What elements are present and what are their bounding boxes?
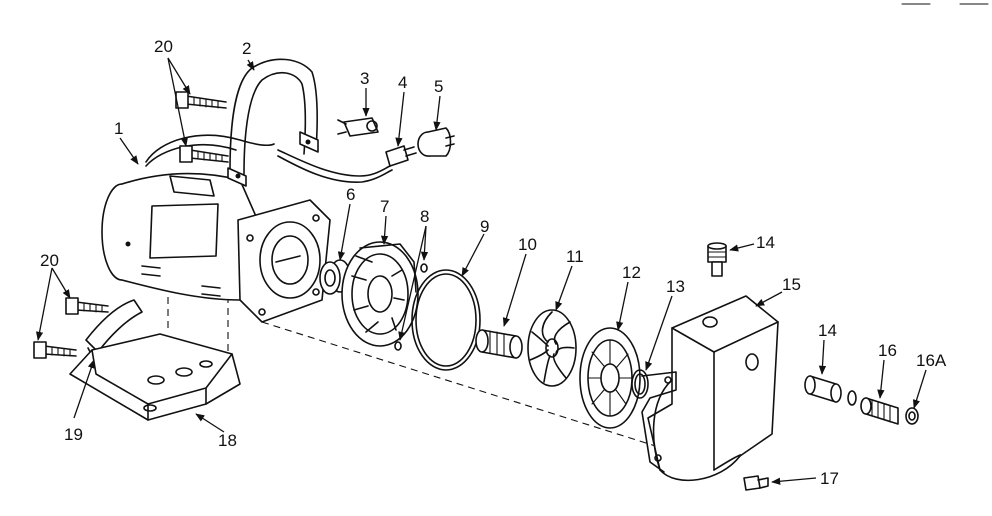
- part-cord-clamp: [337, 117, 379, 137]
- label-part-19: 19: [64, 425, 83, 444]
- label-part-4: 4: [398, 73, 407, 92]
- part-connector: [417, 127, 455, 157]
- label-part-5: 5: [434, 77, 443, 96]
- part-plug: [385, 145, 417, 167]
- label-part-20-top: 20: [154, 37, 173, 56]
- label-part-15: 15: [782, 275, 801, 294]
- label-part-10: 10: [518, 235, 537, 254]
- part-small-o-ring: [631, 369, 649, 399]
- part-nut: [905, 407, 919, 425]
- label-part-7: 7: [380, 197, 389, 216]
- part-fitting-right: [804, 375, 857, 406]
- part-handle: [227, 58, 319, 187]
- label-part-9: 9: [480, 217, 489, 236]
- label-part-2: 2: [242, 39, 251, 58]
- label-part-6: 6: [346, 185, 355, 204]
- part-motor: [101, 172, 331, 323]
- label-part-13: 13: [666, 277, 685, 296]
- label-part-16: 16: [878, 341, 897, 360]
- part-bolts-left: [33, 297, 109, 359]
- leader-lines: [35, 57, 927, 485]
- part-pins: [394, 263, 428, 351]
- part-seal-plate: [341, 241, 419, 347]
- label-part-16a: 16A: [916, 351, 947, 370]
- part-pump-body: [641, 295, 779, 482]
- label-part-11: 11: [566, 247, 584, 266]
- label-part-8: 8: [420, 207, 429, 226]
- label-part-14-right: 14: [818, 321, 837, 340]
- label-part-3: 3: [360, 69, 369, 88]
- part-diffuser: [475, 329, 523, 359]
- label-part-18: 18: [218, 431, 237, 450]
- part-bolts-top: [175, 91, 229, 163]
- part-drain-plug: [743, 475, 769, 491]
- part-strainer: [860, 397, 899, 425]
- label-part-17: 17: [820, 469, 839, 488]
- label-part-12: 12: [622, 263, 641, 282]
- label-part-20-left: 20: [40, 251, 59, 270]
- part-diffuser-plate: [579, 327, 641, 429]
- part-fitting-top: [707, 242, 727, 277]
- part-impeller: [527, 309, 577, 387]
- part-o-ring: [411, 269, 481, 371]
- label-part-1: 1: [114, 119, 123, 138]
- label-part-14-top: 14: [756, 233, 775, 252]
- part-labels: 20 2 3 4 5 1 6 7 8 9 10 11 12 13 14 15 1…: [40, 37, 947, 488]
